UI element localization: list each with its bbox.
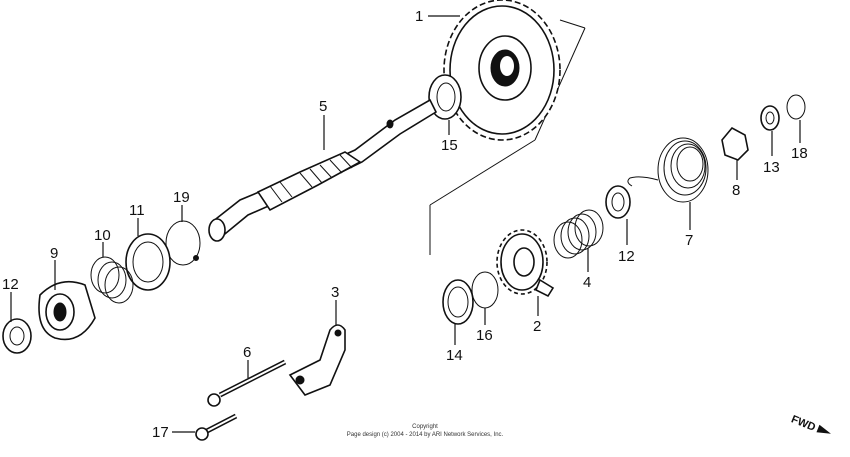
forward-direction-indicator: FWD bbox=[789, 413, 831, 434]
spring-part-4[interactable] bbox=[553, 209, 604, 259]
bolt-part-6[interactable] bbox=[207, 359, 287, 407]
ratchet-part-9[interactable] bbox=[38, 280, 96, 341]
washer-part-11[interactable] bbox=[125, 233, 171, 291]
spring-part-10[interactable] bbox=[90, 256, 134, 304]
callout-14: 14 bbox=[446, 347, 463, 364]
lever-part-3[interactable] bbox=[288, 324, 346, 396]
callout-2: 2 bbox=[533, 318, 541, 335]
callout-11: 11 bbox=[129, 202, 145, 219]
washer-part-13[interactable] bbox=[760, 105, 780, 131]
shaft-part-5[interactable] bbox=[208, 98, 438, 242]
circlip-part-16[interactable] bbox=[471, 271, 499, 309]
bolt-part-17[interactable] bbox=[195, 413, 238, 441]
assembly-bracket bbox=[429, 19, 586, 255]
forward-arrow-icon bbox=[816, 424, 831, 434]
leader-lines bbox=[10, 15, 801, 433]
callout-12-left: 12 bbox=[2, 276, 19, 293]
callout-4: 4 bbox=[583, 274, 591, 291]
callout-1: 1 bbox=[415, 8, 423, 25]
callout-18: 18 bbox=[791, 145, 808, 162]
callout-7: 7 bbox=[685, 232, 693, 249]
washer-part-15[interactable] bbox=[428, 74, 462, 120]
circlip-part-19[interactable] bbox=[165, 220, 201, 266]
guide-part-8[interactable] bbox=[721, 126, 749, 161]
gear-part-1[interactable] bbox=[443, 0, 561, 141]
callout-15: 15 bbox=[441, 137, 458, 154]
callout-labels: 1 5 15 19 11 10 9 12 3 6 17 14 16 2 4 12… bbox=[2, 8, 808, 441]
callout-3: 3 bbox=[331, 284, 339, 301]
spring-part-7[interactable] bbox=[627, 137, 709, 203]
callout-9: 9 bbox=[50, 245, 58, 262]
callout-19: 19 bbox=[173, 189, 190, 206]
callout-10: 10 bbox=[94, 227, 111, 244]
callout-13: 13 bbox=[763, 159, 780, 176]
copyright-line-2: Page design (c) 2004 - 2014 by ARI Netwo… bbox=[347, 432, 504, 438]
washer-part-14[interactable] bbox=[442, 279, 474, 325]
callout-6: 6 bbox=[243, 344, 251, 361]
washer-part-12-right[interactable] bbox=[605, 185, 631, 219]
pinion-part-2[interactable] bbox=[496, 229, 555, 298]
callout-8: 8 bbox=[732, 182, 740, 199]
fwd-label: FWD bbox=[789, 413, 817, 434]
circlip-part-18[interactable] bbox=[786, 94, 806, 120]
callout-12-right: 12 bbox=[618, 248, 635, 265]
callout-5: 5 bbox=[319, 98, 327, 115]
callout-17: 17 bbox=[152, 424, 169, 441]
callout-16: 16 bbox=[476, 327, 493, 344]
copyright-line-1: Copyright bbox=[412, 424, 438, 430]
washer-part-12-left[interactable] bbox=[2, 318, 32, 354]
